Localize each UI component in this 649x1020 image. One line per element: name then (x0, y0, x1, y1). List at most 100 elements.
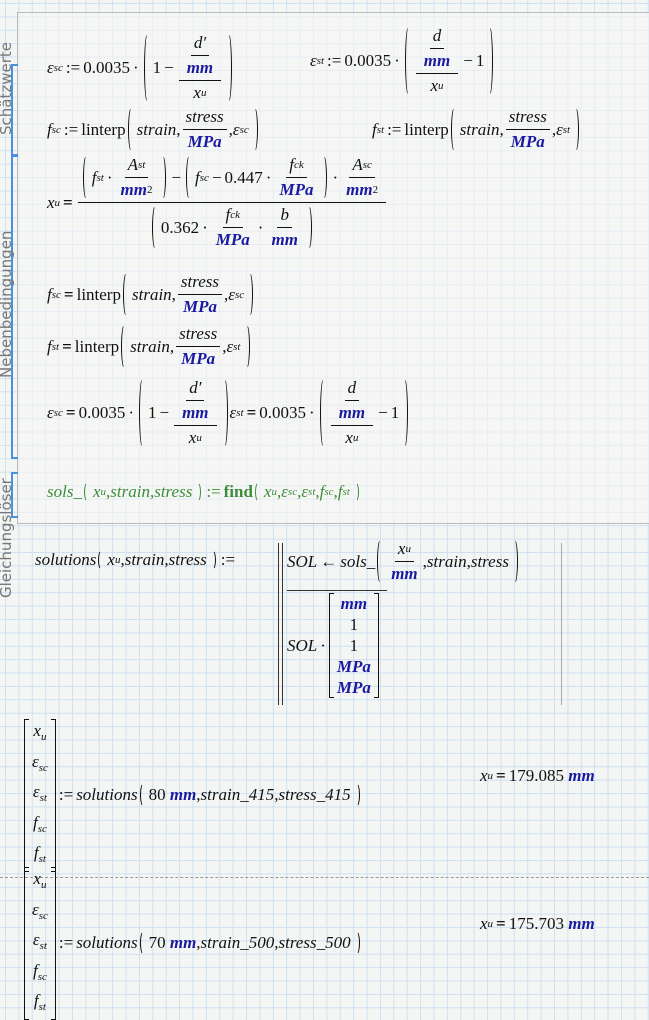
region-label-constraints[interactable]: Nebenbedingungen (0, 230, 15, 378)
math-token: := (387, 119, 402, 139)
subscript: u (54, 196, 61, 209)
region-label-solver[interactable]: Gleichungslöser (0, 478, 15, 598)
math-token: − (378, 403, 388, 422)
parenthesis (98, 550, 105, 570)
math-token: ε (47, 58, 54, 77)
math-token: f (33, 843, 39, 862)
math-token: · (257, 217, 264, 237)
fraction: d′mm (184, 33, 216, 78)
region-bracket-constraints (11, 155, 18, 459)
superscript: 2 (146, 184, 153, 196)
parenthesis (151, 205, 159, 250)
matrix-bracket (50, 719, 56, 872)
subscript: u (100, 486, 107, 498)
math-token: := (206, 482, 221, 501)
parenthesis (143, 33, 151, 103)
math-token: stress (508, 107, 547, 126)
region-label-estimates[interactable]: Schätzwerte (0, 42, 15, 135)
math-token: strain_415 (200, 785, 275, 805)
parenthesis (225, 33, 233, 103)
math-token: linterp (74, 336, 120, 356)
math-token: := (220, 550, 236, 569)
math-token: sols_ (340, 551, 376, 571)
math-token: d (432, 26, 442, 45)
math-token: strain (131, 284, 172, 304)
subscript: u (196, 432, 202, 444)
math-token: x (397, 539, 406, 558)
math-token: stress (177, 272, 223, 295)
parenthesis (254, 482, 262, 502)
math-token: εst (33, 780, 47, 811)
parenthesis (159, 155, 167, 200)
math-token: strain (130, 336, 170, 356)
math-token: ε (310, 51, 317, 70)
parenthesis (377, 539, 384, 584)
math-token: , (222, 336, 227, 356)
math-token: , (551, 119, 557, 139)
math-token: strain (110, 482, 150, 501)
math-token: f (195, 167, 200, 187)
math-token: SOL (287, 635, 318, 655)
math-token: ε (47, 403, 54, 422)
subscript: sc (53, 407, 63, 419)
parenthesis (139, 931, 147, 956)
subscript: sc (324, 486, 334, 498)
math-token: := (63, 119, 79, 139)
subscript: st (51, 340, 60, 353)
math-token: stress (168, 550, 207, 569)
math-token: x (33, 869, 41, 888)
fraction: d′mm (179, 378, 211, 423)
subscript: ck (293, 159, 304, 171)
math-token: , (106, 482, 111, 501)
math-token: , (164, 550, 169, 569)
math-token: 0.0035 (78, 403, 126, 422)
subscript: u (405, 543, 411, 555)
math-token: d′ (189, 378, 202, 397)
subscript: sc (234, 288, 245, 301)
math-token: find (223, 482, 253, 501)
math-token: 1 (152, 58, 162, 77)
math-token: := (327, 51, 342, 70)
parenthesis (194, 482, 202, 502)
math-token: 1 (349, 615, 359, 634)
math-token: x (480, 914, 488, 933)
parenthesis (320, 155, 328, 200)
math-token: linterp (404, 119, 449, 139)
math-token: εsc (32, 898, 48, 929)
math-token: xu (33, 719, 46, 750)
math-token: ε (32, 899, 39, 919)
math-token: − (164, 58, 174, 77)
math-token: 80 (148, 785, 166, 805)
math-token: 1 (390, 403, 400, 422)
math-token: · (309, 403, 315, 422)
math-token: f (32, 960, 38, 980)
